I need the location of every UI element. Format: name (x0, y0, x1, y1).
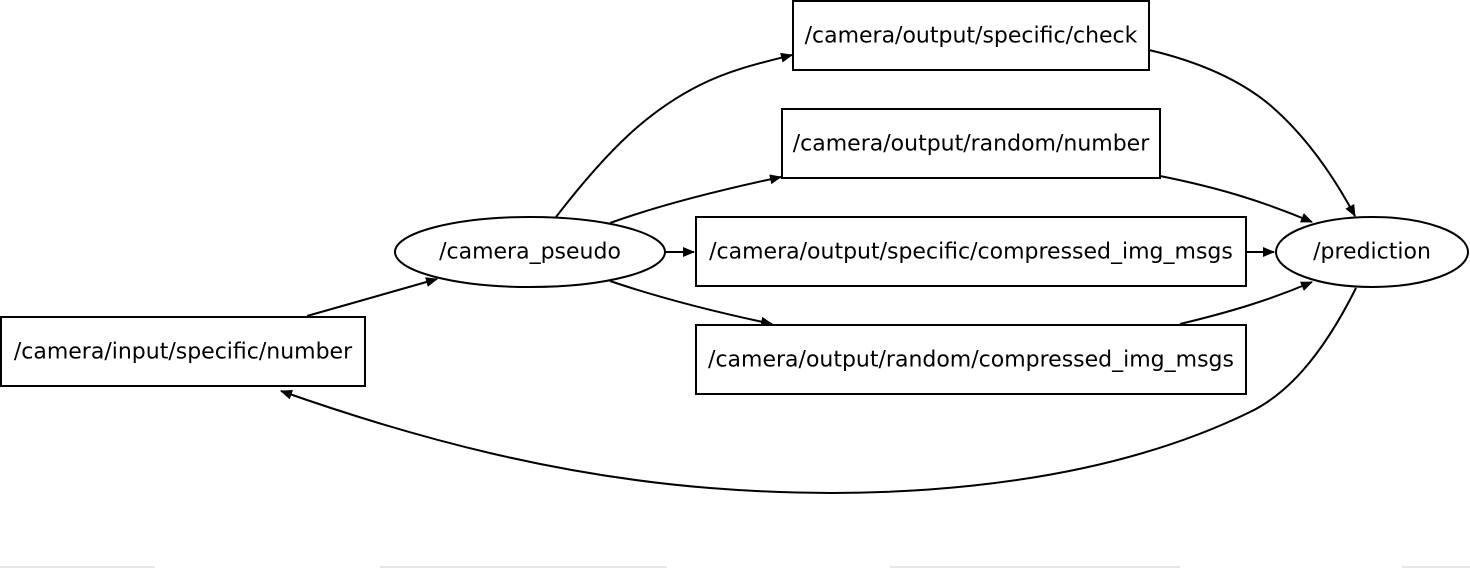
node-label: /camera/input/specific/number (14, 340, 353, 365)
bottom-separator (0, 566, 1470, 568)
node-label: /camera/output/random/number (793, 132, 1150, 157)
edge-output-random-number-to-prediction (1159, 175, 1313, 223)
edge-input-specific-number-to-camera-pseudo (306, 277, 438, 317)
node-label: /prediction (1313, 240, 1431, 265)
node-label: /camera/output/specific/check (805, 24, 1138, 49)
edge-camera-pseudo-to-output-specific-check (555, 52, 793, 218)
node-label: /camera/output/random/compressed_img_msg… (708, 348, 1234, 373)
node-camera-pseudo[interactable]: /camera_pseudo (394, 216, 666, 288)
node-prediction[interactable]: /prediction (1275, 216, 1469, 288)
edge-output-random-compressed-to-prediction (1179, 281, 1313, 325)
edge-prediction-to-input-specific-number (280, 287, 1357, 494)
node-label: /camera/output/specific/compressed_img_m… (709, 240, 1233, 265)
node-camera-output-specific-compressed-img-msgs[interactable]: /camera/output/specific/compressed_img_m… (695, 216, 1247, 287)
node-label: /camera_pseudo (439, 240, 621, 265)
edge-camera-pseudo-to-output-random-number (609, 174, 782, 224)
edges (280, 49, 1357, 494)
edge-output-specific-check-to-prediction (1148, 49, 1356, 217)
edge-camera-pseudo-to-output-random-compressed (609, 280, 773, 327)
node-camera-output-random-number[interactable]: /camera/output/random/number (781, 108, 1161, 179)
node-camera-input-specific-number[interactable]: /camera/input/specific/number (0, 316, 366, 387)
node-camera-output-specific-check[interactable]: /camera/output/specific/check (792, 0, 1150, 71)
node-camera-output-random-compressed-img-msgs[interactable]: /camera/output/random/compressed_img_msg… (695, 324, 1247, 395)
